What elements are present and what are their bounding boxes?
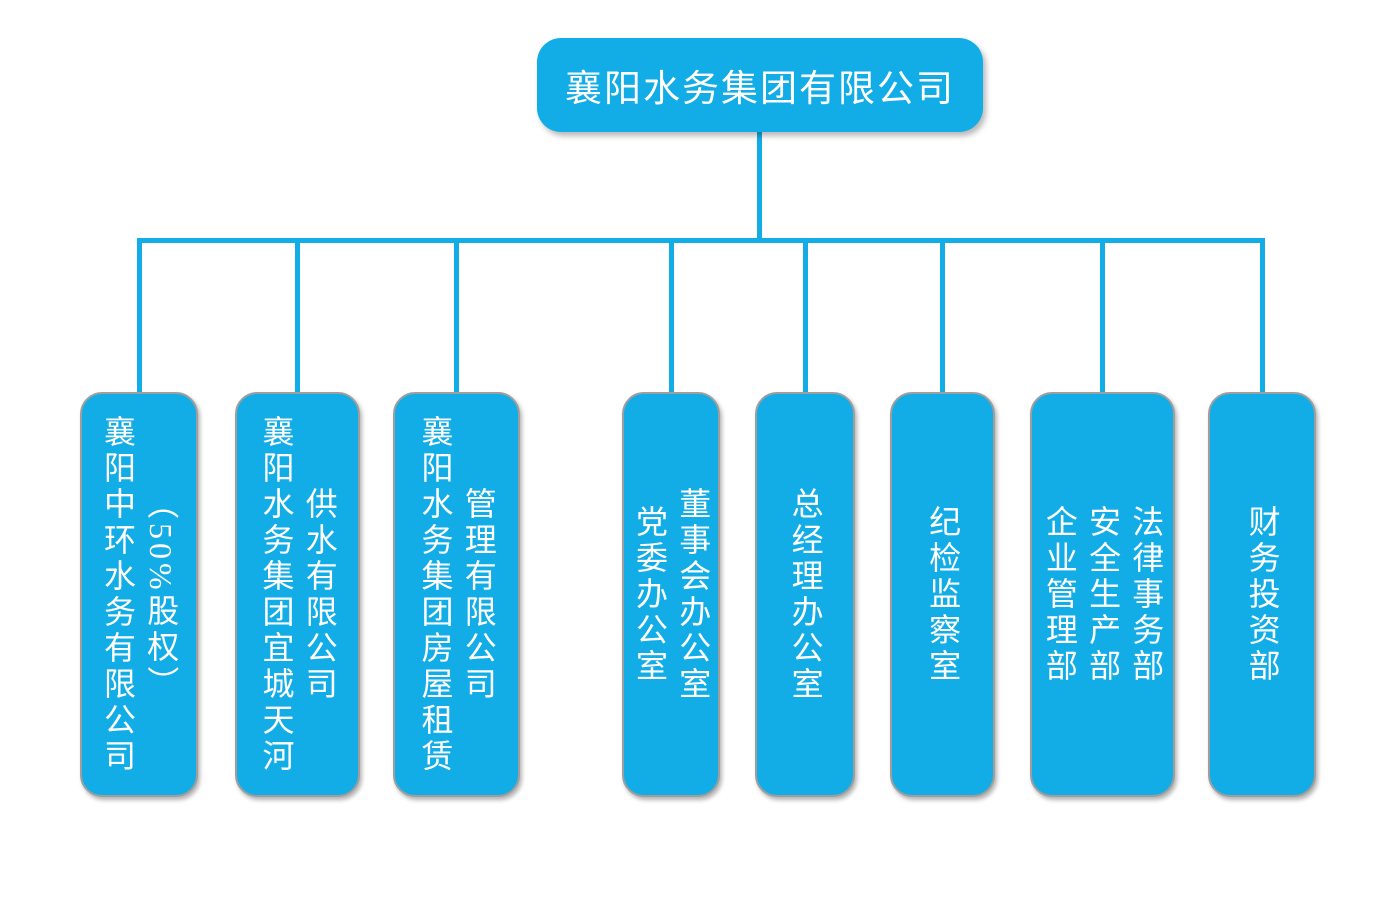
connector-drop-3: [454, 240, 459, 392]
connector-drop-8: [1260, 240, 1265, 392]
org-node-label: 党委办公室 董事会办公室: [632, 486, 712, 703]
org-node-label: 企业管理部 安全生产部 法律事务部: [1041, 504, 1165, 685]
org-node-label: 财务投资部: [1244, 504, 1281, 685]
org-node-zhonghuan-water: 襄阳中环水务有限公司 （50%股权）: [80, 392, 198, 797]
connector-root-stub: [757, 130, 762, 242]
org-node-label: 襄阳水务集团宜城天河 供水有限公司: [258, 414, 338, 775]
org-node-label: 襄阳水务集团房屋租赁 管理有限公司: [417, 414, 497, 775]
org-node-finance-investment-dept: 财务投资部: [1208, 392, 1316, 797]
org-node-label: 襄阳水务集团有限公司: [565, 69, 955, 110]
org-node-enterprise-safety-legal-depts: 企业管理部 安全生产部 法律事务部: [1030, 392, 1175, 797]
org-node-label: 总经理办公室: [787, 486, 824, 703]
connector-drop-7: [1100, 240, 1105, 392]
connector-drop-4: [669, 240, 674, 392]
connector-drop-5: [803, 240, 808, 392]
org-node-yicheng-tianhe-water-supply: 襄阳水务集团宜城天河 供水有限公司: [235, 392, 360, 797]
org-node-party-board-office: 党委办公室 董事会办公室: [622, 392, 720, 797]
connector-drop-1: [137, 240, 142, 392]
org-node-label: 纪检监察室: [925, 504, 962, 685]
org-node-label: 襄阳中环水务有限公司 （50%股权）: [100, 414, 180, 775]
connector-rail: [137, 238, 1265, 243]
org-node-root: 襄阳水务集团有限公司: [537, 38, 983, 132]
connector-drop-6: [940, 240, 945, 392]
org-node-general-manager-office: 总经理办公室: [755, 392, 855, 797]
connector-drop-2: [295, 240, 300, 392]
org-node-housing-rental-management: 襄阳水务集团房屋租赁 管理有限公司: [393, 392, 520, 797]
org-node-discipline-inspection-office: 纪检监察室: [890, 392, 995, 797]
